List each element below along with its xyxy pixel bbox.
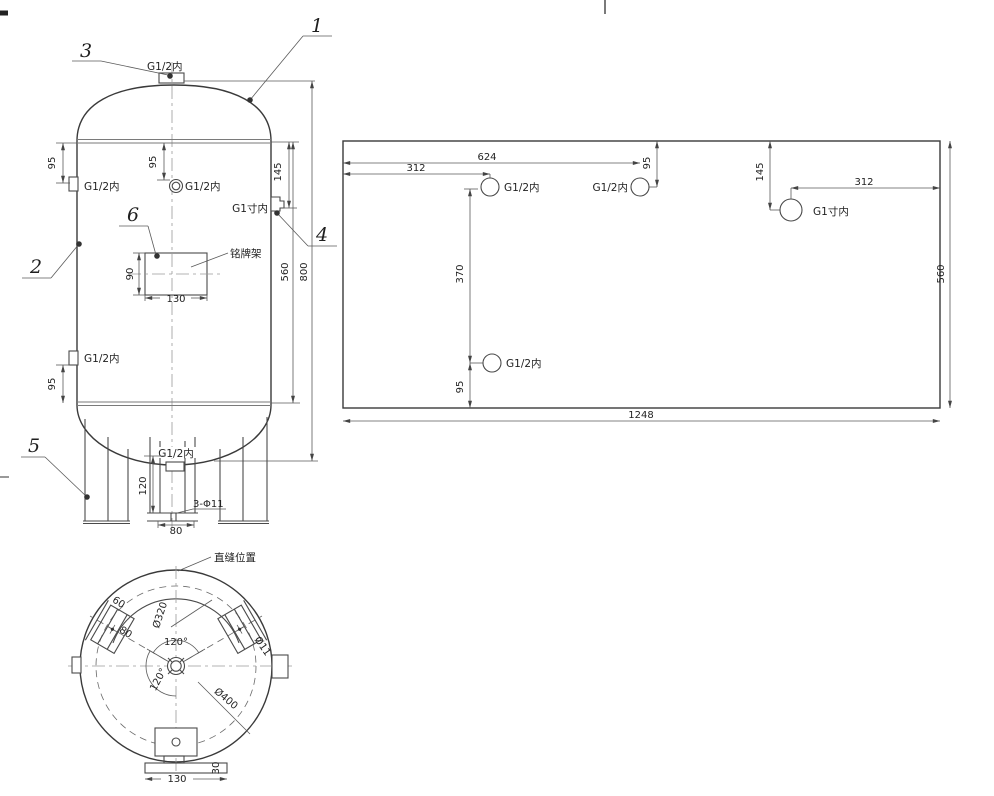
svg-text:3: 3 bbox=[80, 40, 92, 62]
developed-nozzle-2-label: G1/2内 bbox=[592, 181, 628, 194]
developed-nozzle-3-label: G1/2内 bbox=[506, 357, 542, 370]
angle-arc-left bbox=[145, 650, 177, 697]
svg-text:1: 1 bbox=[311, 15, 323, 37]
bottom-view: 120° 120° 60 80 bbox=[68, 551, 292, 785]
front-view: G1/2内 560 800 G1/2内 95 G1/2内 95 G1寸内 145 bbox=[21, 15, 337, 537]
dim-370: 370 bbox=[455, 264, 466, 283]
dim-90: 90 bbox=[125, 268, 136, 281]
balloon-1: 1 bbox=[247, 15, 332, 103]
balloon-3: 3 bbox=[72, 40, 173, 79]
balloon-2: 2 bbox=[22, 241, 82, 279]
balloon-6: 6 bbox=[119, 204, 160, 259]
dim-312-right: 312 bbox=[854, 177, 873, 188]
lower-left-nozzle-label: G1/2内 bbox=[84, 352, 120, 365]
leg-pad-upper-right bbox=[217, 600, 268, 655]
leg-pad-bottom bbox=[144, 727, 228, 774]
dim-95-bottom: 95 bbox=[455, 381, 466, 394]
dim-130-bottom: 130 bbox=[167, 774, 186, 785]
developed-nozzle-4-label: G1寸内 bbox=[813, 205, 849, 218]
center-drain-fitting bbox=[166, 656, 186, 676]
top-nozzle bbox=[158, 72, 185, 84]
developed-nozzle-3 bbox=[482, 353, 502, 373]
seam-position-label: 直缝位置 bbox=[214, 551, 256, 564]
dim-60: 60 bbox=[110, 595, 127, 611]
center-nozzle-label: G1/2内 bbox=[185, 180, 221, 193]
right-nozzle-label: G1寸内 bbox=[232, 202, 268, 215]
developed-nozzle-1-label: G1/2内 bbox=[504, 181, 540, 194]
dim-560-dev: 560 bbox=[936, 264, 947, 283]
angle-arc-top bbox=[152, 639, 200, 654]
dim-95-center: 95 bbox=[148, 156, 159, 169]
center-nozzle bbox=[168, 178, 184, 194]
dim-120: 120 bbox=[138, 476, 149, 495]
svg-text:5: 5 bbox=[28, 435, 40, 457]
left-leg bbox=[83, 419, 130, 525]
dim-95-lower-left: 95 bbox=[47, 378, 58, 391]
right-protrusion bbox=[271, 654, 289, 679]
svg-text:4: 4 bbox=[315, 224, 328, 246]
dim-1248: 1248 bbox=[628, 410, 653, 421]
dim-80: 80 bbox=[170, 526, 183, 537]
shell-development-outline bbox=[342, 140, 941, 409]
top-head-outline bbox=[76, 84, 272, 142]
dim-phi400: Ø400 bbox=[212, 685, 240, 712]
dim-312-left: 312 bbox=[406, 163, 425, 174]
dim-120deg-top: 120° bbox=[164, 637, 188, 648]
dim-130: 130 bbox=[166, 294, 185, 305]
right-nozzle bbox=[270, 196, 285, 212]
bottom-nozzle-label: G1/2内 bbox=[158, 447, 194, 460]
right-leg bbox=[218, 417, 269, 525]
upper-left-nozzle bbox=[68, 176, 79, 192]
frame-marks bbox=[0, 0, 606, 478]
lower-left-nozzle bbox=[68, 350, 79, 366]
dim-560: 560 bbox=[280, 262, 291, 281]
developed-nozzle-4 bbox=[779, 198, 803, 222]
dim-95-upper-left: 95 bbox=[47, 157, 58, 170]
developed-nozzle-2 bbox=[630, 177, 650, 197]
dim-phi320: Ø320 bbox=[150, 600, 170, 629]
balloon-4: 4 bbox=[274, 210, 337, 247]
svg-text:2: 2 bbox=[29, 256, 42, 278]
dim-120deg-left: 120° bbox=[148, 667, 169, 693]
bottom-nozzle bbox=[165, 461, 185, 472]
dim-800: 800 bbox=[299, 262, 310, 281]
dim-3phi11: 3-Φ11 bbox=[193, 499, 224, 510]
dim-95-top: 95 bbox=[642, 157, 653, 170]
developed-view: 624 312 G1/2内 G1/2内 95 370 G1/2内 95 145 … bbox=[342, 140, 952, 423]
top-nozzle-label: G1/2内 bbox=[147, 60, 183, 73]
dim-145-dev: 145 bbox=[755, 162, 766, 181]
dim-30: 30 bbox=[211, 762, 222, 775]
left-protrusion bbox=[71, 656, 82, 674]
svg-text:6: 6 bbox=[127, 204, 139, 226]
nameplate-callout-label: 铭牌架 bbox=[230, 247, 262, 260]
dim-624: 624 bbox=[477, 152, 496, 163]
balloon-5: 5 bbox=[21, 435, 90, 500]
upper-left-nozzle-label: G1/2内 bbox=[84, 180, 120, 193]
developed-nozzle-1 bbox=[480, 177, 500, 197]
dim-145: 145 bbox=[273, 162, 284, 181]
leg-pad-upper-left bbox=[84, 600, 135, 655]
